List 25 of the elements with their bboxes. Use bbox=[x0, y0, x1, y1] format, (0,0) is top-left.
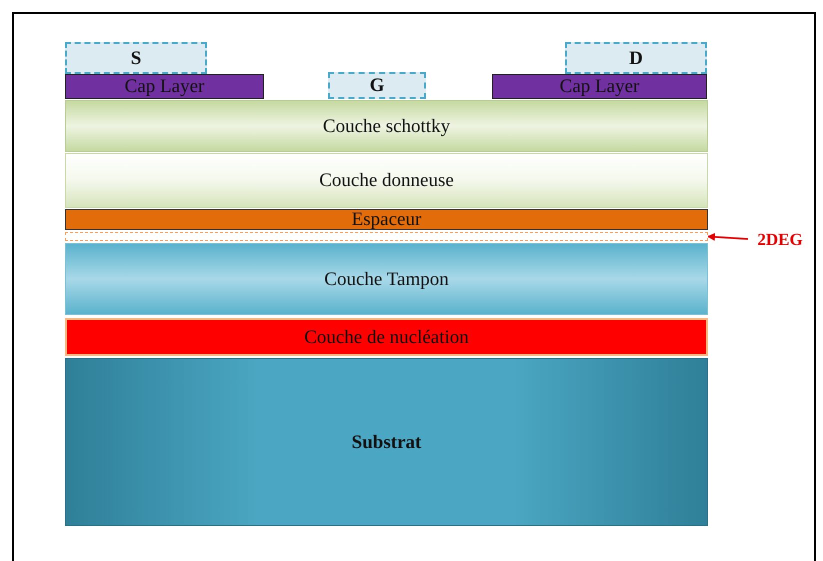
layer-label: Couche Tampon bbox=[324, 270, 449, 288]
layer-band bbox=[65, 243, 708, 315]
electron-gas-layer bbox=[65, 232, 708, 241]
electrode-contact bbox=[65, 42, 207, 74]
layer-label: G bbox=[370, 76, 384, 95]
layer-band bbox=[65, 318, 708, 356]
substrate-band bbox=[65, 358, 708, 526]
electrode-contact bbox=[565, 42, 707, 74]
layer-band bbox=[65, 100, 708, 152]
cap-layer-band bbox=[65, 74, 264, 99]
layer-band bbox=[65, 209, 708, 230]
cap-layer-band bbox=[492, 74, 707, 99]
layer-label: Cap Layer bbox=[560, 77, 640, 96]
arrow bbox=[707, 232, 748, 241]
layer-label: Couche de nucléation bbox=[304, 328, 469, 346]
layer-label: D bbox=[629, 48, 643, 68]
callout-label: 2DEG bbox=[757, 230, 803, 248]
layer-label: Couche donneuse bbox=[319, 171, 454, 190]
electrode-contact bbox=[328, 72, 426, 99]
layer-label: Espaceur bbox=[352, 210, 422, 229]
layer-label: S bbox=[130, 48, 142, 68]
layer-label: Couche schottky bbox=[322, 116, 450, 136]
layer-label: Substrat bbox=[352, 432, 422, 452]
layer-band bbox=[65, 153, 708, 208]
layer-label: Cap Layer bbox=[124, 77, 204, 96]
